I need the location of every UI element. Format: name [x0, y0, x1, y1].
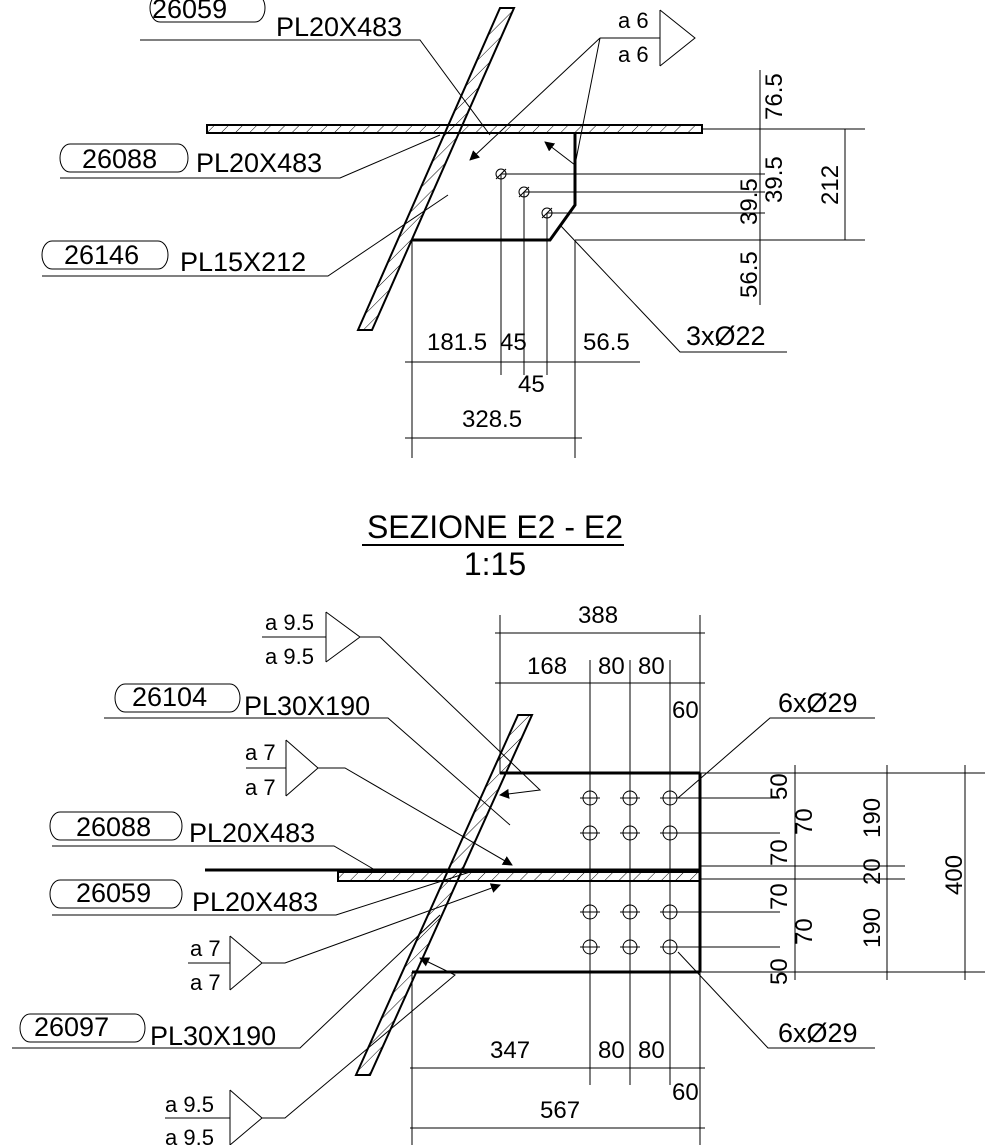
mark-26059-bottom: 26059 PL20X483: [49, 871, 471, 917]
dim-20: 20: [859, 858, 886, 885]
weld-symbol-4: a 9.5 a 9.5: [165, 957, 456, 1145]
gusset-plate: [412, 133, 577, 242]
mark-26104: 26104 PL30X190: [104, 682, 511, 826]
weld-symbol-top: a 6 a 6: [469, 8, 696, 166]
dim-45-a: 45: [500, 329, 527, 356]
svg-text:PL30X190: PL30X190: [150, 1021, 276, 1051]
svg-text:a 7: a 7: [190, 936, 221, 961]
inclined-plate-top: [356, 7, 516, 331]
svg-text:a 9.5: a 9.5: [165, 1092, 214, 1117]
dim-45-b: 45: [518, 371, 545, 398]
svg-text:a 9.5: a 9.5: [265, 610, 314, 635]
top-detail: 76.5 39.5 39.5 56.5 212 181.5 45 45 56.5…: [41, 0, 865, 458]
dim-181-5: 181.5: [427, 329, 487, 356]
dim-328-5: 328.5: [462, 406, 522, 433]
svg-text:a 7: a 7: [245, 740, 276, 765]
dim-76-5: 76.5: [761, 73, 788, 120]
dim-56-5: 56.5: [736, 251, 763, 298]
dim-80-a: 80: [598, 653, 625, 680]
svg-text:a 6: a 6: [618, 8, 649, 33]
inclined-plate-bottom: [354, 714, 534, 1076]
holes-label-bottom-bottom: 6xØ29: [778, 1018, 858, 1048]
holes-label-bottom-top: 6xØ29: [778, 688, 858, 718]
svg-text:a 7: a 7: [190, 970, 221, 995]
dim-400: 400: [941, 855, 968, 895]
dim-39-5-a: 39.5: [761, 156, 788, 203]
dim-70-a: 70: [791, 808, 818, 835]
dim-80-c: 80: [598, 1037, 625, 1064]
dim-70-d: 70: [791, 918, 818, 945]
dim-347: 347: [490, 1037, 530, 1064]
mark-26088-top: 26088 PL20X483: [59, 134, 441, 179]
section-title-text: SEZIONE E2 - E2: [367, 509, 623, 545]
svg-text:a 6: a 6: [618, 42, 649, 67]
dim-56-5-bottom: 56.5: [583, 329, 630, 356]
holes-label-top: 3xØ22: [686, 321, 766, 351]
svg-text:PL20X483: PL20X483: [192, 887, 318, 917]
section-scale: 1:15: [464, 546, 526, 582]
mark-26146-top: 26146 PL15X212: [41, 194, 449, 277]
dim-567: 567: [540, 1097, 580, 1124]
dim-168: 168: [527, 653, 567, 680]
dim-70-b: 70: [766, 839, 793, 866]
mark-26097: 26097 PL30X190: [12, 914, 441, 1051]
svg-text:a 9.5: a 9.5: [165, 1125, 214, 1145]
section-title: SEZIONE E2 - E2 1:15: [362, 509, 624, 582]
mark-26059-top: 26059 PL20X483: [140, 0, 491, 136]
flange-top: [206, 124, 703, 134]
svg-text:26088: 26088: [82, 144, 157, 174]
dim-70-c: 70: [766, 883, 793, 910]
svg-text:PL20X483: PL20X483: [196, 148, 322, 178]
svg-text:26059: 26059: [76, 878, 151, 908]
dim-190-b: 190: [859, 908, 886, 948]
dim-80-d: 80: [638, 1037, 665, 1064]
dim-212: 212: [817, 165, 844, 205]
weld-symbol-3: a 7 a 7: [188, 883, 501, 995]
svg-text:PL20X483: PL20X483: [276, 12, 402, 42]
dim-50-a: 50: [766, 773, 793, 800]
svg-text:PL30X190: PL30X190: [244, 691, 370, 721]
dim-388: 388: [578, 602, 618, 629]
dim-80-b: 80: [638, 653, 665, 680]
dim-190-a: 190: [859, 798, 886, 838]
svg-text:26097: 26097: [34, 1012, 109, 1042]
svg-text:a 7: a 7: [245, 775, 276, 800]
svg-text:26088: 26088: [76, 812, 151, 842]
weld-symbol-2: a 7 a 7: [245, 739, 513, 866]
bottom-detail: 388 168 80 80 60 50 70 70 70 70 50 190 2…: [12, 602, 985, 1145]
svg-text:26059: 26059: [152, 0, 227, 24]
svg-text:a 9.5: a 9.5: [265, 644, 314, 669]
dim-60-top: 60: [672, 697, 699, 724]
svg-text:26146: 26146: [64, 240, 139, 270]
svg-text:PL20X483: PL20X483: [189, 818, 315, 848]
dim-50-b: 50: [766, 958, 793, 985]
mark-26088-bottom: 26088 PL20X483: [49, 811, 376, 871]
dim-39-5-b: 39.5: [736, 178, 763, 225]
dim-60-bottom: 60: [672, 1079, 699, 1106]
weld-symbol-1: a 9.5 a 9.5: [262, 610, 542, 799]
svg-text:PL15X212: PL15X212: [180, 247, 306, 277]
svg-text:26104: 26104: [132, 682, 207, 712]
flange-bottom: [337, 871, 701, 882]
